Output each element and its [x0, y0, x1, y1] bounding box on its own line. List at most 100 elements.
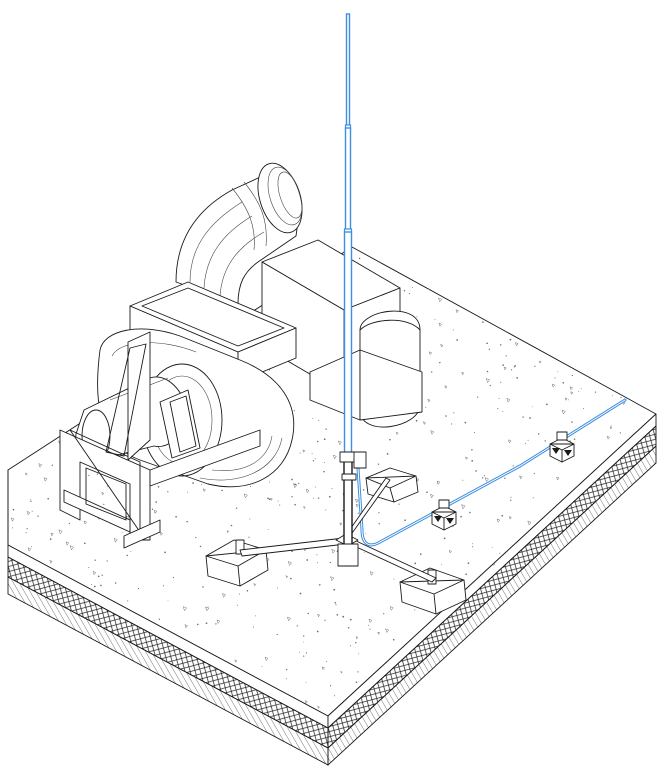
- concrete-speck: [342, 615, 345, 618]
- concrete-speck: [378, 523, 380, 525]
- concrete-speck: [486, 342, 488, 345]
- concrete-speck: [378, 512, 380, 514]
- concrete-speck: [482, 321, 484, 323]
- concrete-speck: [416, 477, 420, 482]
- concrete-speck: [443, 537, 446, 540]
- concrete-speck: [486, 370, 489, 373]
- concrete-speck: [279, 504, 281, 506]
- concrete-speck: [439, 361, 441, 364]
- concrete-speck: [65, 541, 70, 546]
- concrete-speck: [325, 509, 327, 511]
- concrete-speck: [49, 538, 52, 540]
- concrete-speck: [472, 546, 474, 548]
- concrete-speck: [491, 546, 493, 548]
- concrete-speck: [182, 606, 188, 612]
- concrete-speck: [268, 369, 271, 371]
- mast-segment: [345, 13, 351, 129]
- concrete-speck: [392, 638, 395, 641]
- concrete-speck: [246, 590, 249, 592]
- concrete-speck: [270, 497, 273, 501]
- concrete-speck: [253, 583, 257, 587]
- concrete-speck: [311, 453, 313, 455]
- concrete-speck: [312, 460, 315, 462]
- centrifugal-fan-unit-icon: [59, 162, 423, 549]
- concrete-speck: [505, 355, 507, 357]
- concrete-speck: [349, 645, 352, 647]
- concrete-speck: [422, 421, 427, 425]
- concrete-speck: [276, 633, 278, 636]
- concrete-speck: [285, 575, 288, 579]
- concrete-speck: [467, 562, 470, 564]
- lightning-rod-mast-icon: [337, 13, 367, 567]
- concrete-speck: [69, 545, 74, 551]
- concrete-speck: [207, 606, 209, 608]
- concrete-speck: [512, 465, 514, 467]
- concrete-speck: [498, 398, 500, 399]
- concrete-speck: [389, 438, 391, 441]
- concrete-speck: [37, 515, 39, 517]
- concrete-speck: [318, 583, 321, 587]
- concrete-speck: [226, 530, 230, 534]
- concrete-speck: [286, 669, 288, 671]
- concrete-speck: [619, 432, 621, 434]
- concrete-speck: [195, 536, 197, 539]
- concrete-speck: [571, 374, 573, 377]
- concrete-speck: [377, 631, 381, 635]
- concrete-speck: [103, 503, 105, 506]
- concrete-speck: [355, 636, 359, 640]
- concrete-speck: [427, 398, 431, 403]
- concrete-speck: [395, 431, 399, 436]
- concrete-speck: [564, 397, 568, 401]
- concrete-speck: [199, 545, 202, 548]
- concrete-speck: [329, 685, 332, 687]
- concrete-speck: [24, 458, 26, 460]
- concrete-speck: [313, 497, 314, 499]
- concrete-speck: [334, 602, 337, 604]
- concrete-speck: [519, 475, 523, 480]
- concrete-speck: [347, 626, 350, 629]
- concrete-speck: [202, 586, 204, 588]
- concrete-speck: [529, 417, 531, 419]
- concrete-speck: [287, 561, 292, 566]
- concrete-speck: [610, 425, 612, 427]
- concrete-speck: [437, 482, 439, 484]
- concrete-speck: [221, 489, 223, 492]
- concrete-speck: [243, 493, 248, 499]
- concrete-speck: [532, 497, 534, 499]
- fan-outlet-duct: [261, 239, 423, 428]
- concrete-speck: [428, 288, 430, 290]
- concrete-speck: [492, 562, 496, 566]
- concrete-speck: [416, 316, 418, 318]
- concrete-speck: [516, 377, 519, 379]
- concrete-speck: [285, 678, 287, 680]
- concrete-speck: [508, 516, 512, 520]
- concrete-speck: [609, 426, 613, 430]
- concrete-speck: [612, 395, 613, 397]
- concrete-speck: [355, 642, 357, 644]
- concrete-speck: [158, 618, 161, 620]
- concrete-speck: [92, 570, 97, 576]
- concrete-speck: [488, 348, 490, 350]
- concrete-speck: [471, 449, 473, 451]
- concrete-speck: [106, 485, 108, 487]
- concrete-speck: [489, 384, 491, 387]
- concrete-speck: [91, 584, 92, 586]
- concrete-speck: [303, 641, 304, 643]
- concrete-speck: [430, 371, 433, 373]
- concrete-speck: [499, 344, 502, 346]
- concrete-speck: [267, 497, 269, 500]
- concrete-speck: [456, 339, 459, 341]
- concrete-speck: [157, 485, 160, 489]
- concrete-speck: [546, 403, 548, 406]
- concrete-speck: [404, 519, 406, 522]
- concrete-speck: [527, 439, 529, 441]
- concrete-speck: [502, 411, 504, 413]
- concrete-speck: [205, 622, 208, 625]
- concrete-speck: [286, 616, 291, 622]
- concrete-speck: [337, 440, 342, 446]
- concrete-speck: [101, 491, 105, 496]
- concrete-speck: [333, 588, 336, 591]
- concrete-speck: [481, 477, 484, 479]
- concrete-speck: [90, 588, 93, 592]
